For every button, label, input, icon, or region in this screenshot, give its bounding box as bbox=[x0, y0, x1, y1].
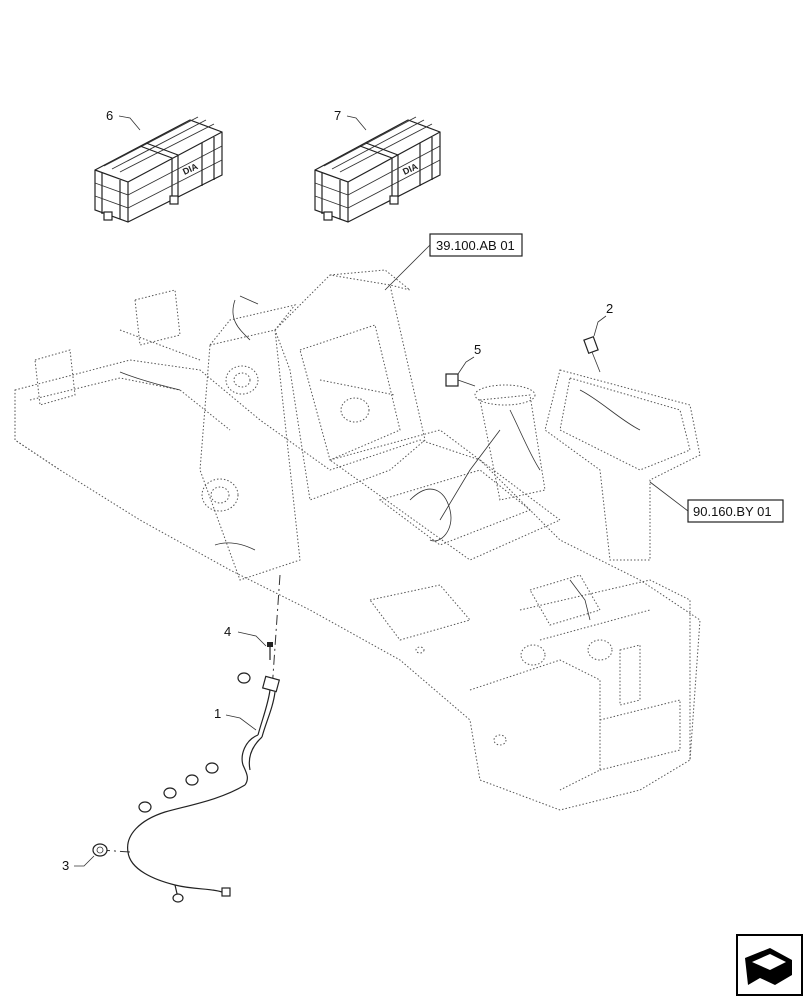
assembly-leader-line bbox=[271, 574, 281, 691]
frame-wiring bbox=[119, 295, 641, 621]
navigation-arrow-icon[interactable] bbox=[736, 934, 803, 996]
callout-5-number: 5 bbox=[474, 342, 481, 357]
part-1-wire-harness[interactable] bbox=[127, 672, 281, 903]
callout-3-number: 3 bbox=[62, 858, 69, 873]
machine-frame bbox=[14, 269, 701, 811]
reference-console-label: 90.160.BY 01 bbox=[693, 504, 772, 519]
callout-1: 1 bbox=[214, 706, 257, 731]
callout-2-number: 2 bbox=[606, 301, 613, 316]
crate-item-7[interactable]: DIA bbox=[314, 116, 441, 223]
callout-5: 5 bbox=[457, 342, 481, 375]
callout-6-number: 6 bbox=[106, 108, 113, 123]
callout-6: 6 bbox=[106, 108, 141, 131]
callout-7: 7 bbox=[334, 108, 367, 131]
part-5-connector[interactable] bbox=[445, 373, 476, 387]
reference-link-frame[interactable]: 39.100.AB 01 bbox=[384, 233, 523, 291]
reference-link-console[interactable]: 90.160.BY 01 bbox=[649, 481, 784, 523]
part-3-grommet[interactable] bbox=[92, 843, 108, 857]
callout-2: 2 bbox=[593, 301, 613, 337]
part-2-switch[interactable] bbox=[583, 335, 601, 373]
part-4-screw[interactable] bbox=[267, 642, 273, 660]
reference-frame-label: 39.100.AB 01 bbox=[436, 238, 515, 253]
callout-4-number: 4 bbox=[224, 624, 231, 639]
callout-4: 4 bbox=[224, 624, 267, 647]
callout-7-number: 7 bbox=[334, 108, 341, 123]
crate-item-6[interactable]: DIA bbox=[94, 116, 223, 223]
callout-1-number: 1 bbox=[214, 706, 221, 721]
callout-3: 3 bbox=[62, 855, 95, 873]
